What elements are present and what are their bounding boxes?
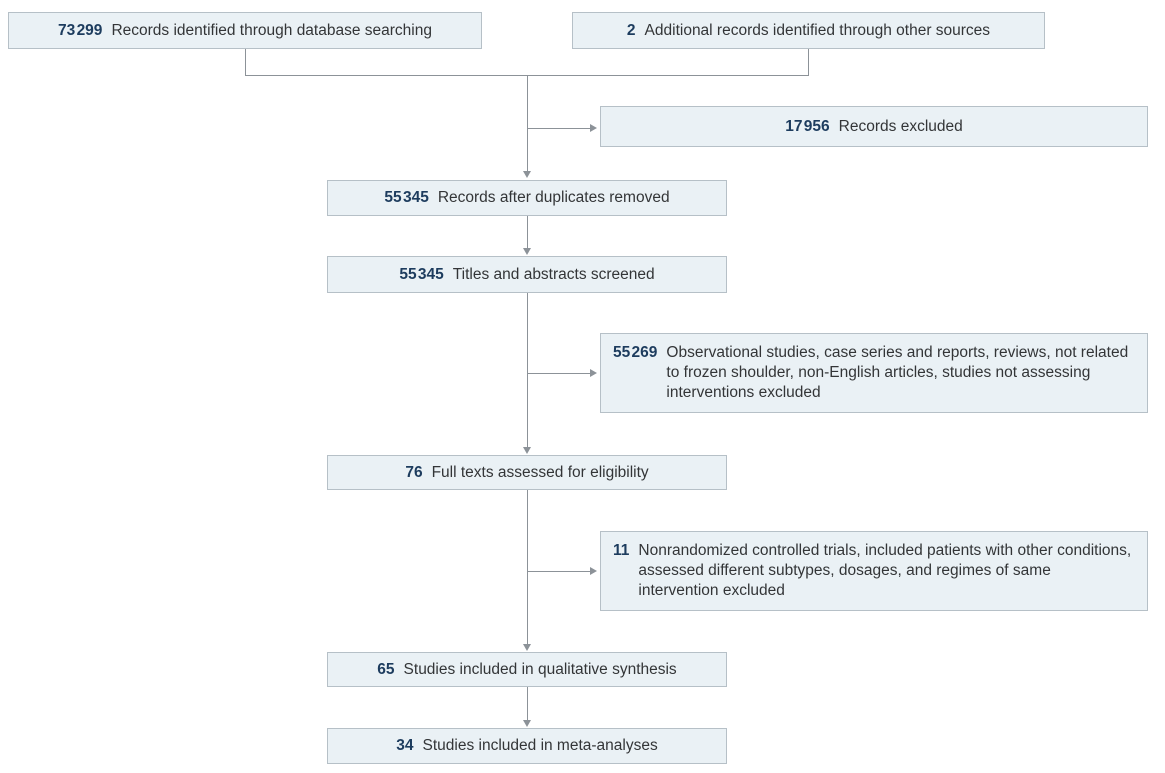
box-records-identified: 73 299 Records identified through databa…	[8, 12, 482, 49]
box-label: Records excluded	[838, 117, 963, 135]
box-records-after-duplicates: 55 345 Records after duplicates removed	[327, 180, 727, 216]
connector-line	[527, 687, 528, 721]
box-label: Titles and abstracts screened	[452, 265, 655, 283]
box-number: 73 299	[58, 21, 103, 39]
arrow-right-icon	[590, 124, 597, 132]
arrow-down-icon	[523, 644, 531, 651]
connector-line	[527, 128, 590, 129]
box-observational-excluded: 55 269 Observational studies, case serie…	[600, 333, 1148, 413]
box-label: Records identified through database sear…	[111, 21, 432, 39]
box-titles-abstracts-screened: 55 345 Titles and abstracts screened	[327, 256, 727, 293]
box-qualitative-synthesis: 65 Studies included in qualitative synth…	[327, 652, 727, 687]
box-number: 55 345	[384, 189, 429, 206]
box-number: 55 345	[399, 265, 444, 283]
arrow-down-icon	[523, 447, 531, 454]
box-number: 11	[613, 542, 630, 559]
box-label: Studies included in meta-analyses	[422, 737, 658, 754]
box-number: 65	[377, 660, 395, 678]
arrow-right-icon	[590, 567, 597, 575]
box-label: Records after duplicates removed	[437, 189, 670, 206]
box-number: 2	[626, 21, 636, 39]
connector-line	[527, 490, 528, 645]
connector-line	[527, 293, 528, 448]
arrow-down-icon	[523, 720, 531, 727]
box-label: Additional records identified through ot…	[644, 21, 991, 39]
box-number: 34	[396, 737, 414, 754]
box-additional-records: 2 Additional records identified through …	[572, 12, 1045, 49]
connector-line	[245, 49, 246, 75]
connector-line	[808, 49, 809, 75]
box-number: 76	[405, 463, 423, 481]
box-records-excluded: 17 956 Records excluded	[600, 106, 1148, 147]
connector-line	[527, 216, 528, 249]
connector-line	[527, 571, 590, 572]
box-number: 17 956	[785, 117, 830, 135]
box-nonrandomized-excluded: 11 Nonrandomized controlled trials, incl…	[600, 531, 1148, 611]
arrow-right-icon	[590, 369, 597, 377]
box-label: Studies included in qualitative synthesi…	[403, 660, 677, 678]
box-number: 55 269	[613, 344, 658, 361]
box-full-texts-assessed: 76 Full texts assessed for eligibility	[327, 455, 727, 490]
connector-line	[527, 75, 528, 172]
box-label: Nonrandomized controlled trials, include…	[638, 542, 1132, 599]
box-label: Full texts assessed for eligibility	[431, 463, 649, 481]
box-meta-analyses: 34 Studies included in meta-analyses	[327, 728, 727, 764]
connector-line	[527, 373, 590, 374]
arrow-down-icon	[523, 171, 531, 178]
arrow-down-icon	[523, 248, 531, 255]
box-label: Observational studies, case series and r…	[666, 344, 1129, 401]
